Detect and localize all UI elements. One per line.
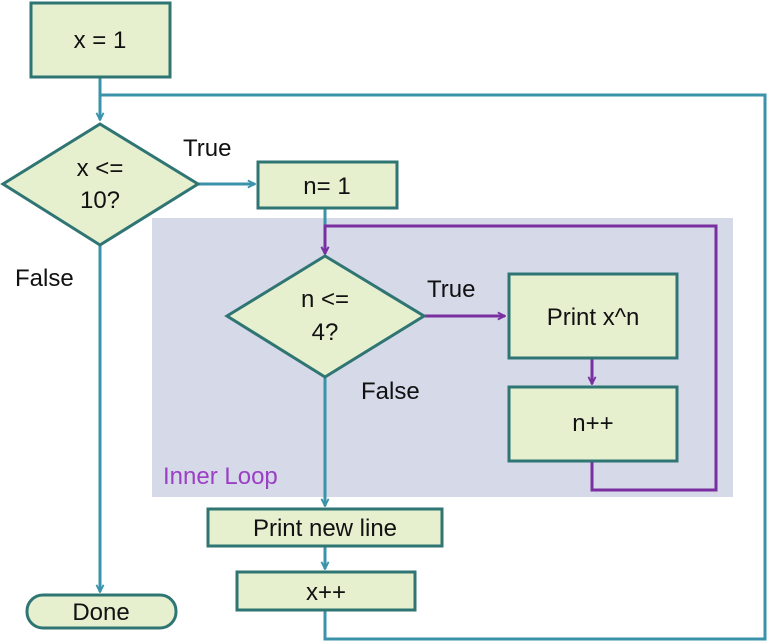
node-n-init: n= 1 (256, 160, 399, 210)
node-print-power-text: Print x^n (547, 304, 640, 331)
node-print-power: Print x^n (507, 272, 679, 360)
node-x-increment-text: x++ (306, 579, 346, 606)
edge-inner-loop-back (325, 224, 718, 492)
node-done-text: Done (72, 599, 129, 626)
node-outer-condition: x <= 10? (0, 122, 201, 247)
node-n-init-text: n= 1 (303, 173, 350, 200)
outer-condition-line2: 10? (80, 187, 120, 214)
outer-condition-line1: x <= (77, 155, 124, 182)
node-x-increment: x++ (235, 570, 417, 612)
inner-condition-line2: 4? (312, 319, 339, 346)
node-x-init-text: x = 1 (74, 27, 127, 54)
inner-condition-line1: n <= (301, 286, 349, 313)
node-n-increment-text: n++ (572, 410, 613, 437)
node-inner-condition: n <= 4? (224, 254, 427, 379)
label-outer-true: True (183, 135, 231, 162)
edge-outer-loop-back (100, 93, 767, 641)
inner-loop-label: Inner Loop (163, 463, 278, 490)
node-n-increment: n++ (507, 385, 679, 463)
label-inner-true: True (427, 276, 475, 303)
label-inner-false: False (361, 378, 420, 405)
node-print-newline-text: Print new line (253, 515, 397, 542)
label-outer-false: False (15, 265, 74, 292)
node-x-init: x = 1 (29, 1, 172, 79)
node-done: Done (25, 593, 178, 630)
node-print-newline: Print new line (206, 507, 444, 548)
inner-connectors (325, 224, 718, 492)
